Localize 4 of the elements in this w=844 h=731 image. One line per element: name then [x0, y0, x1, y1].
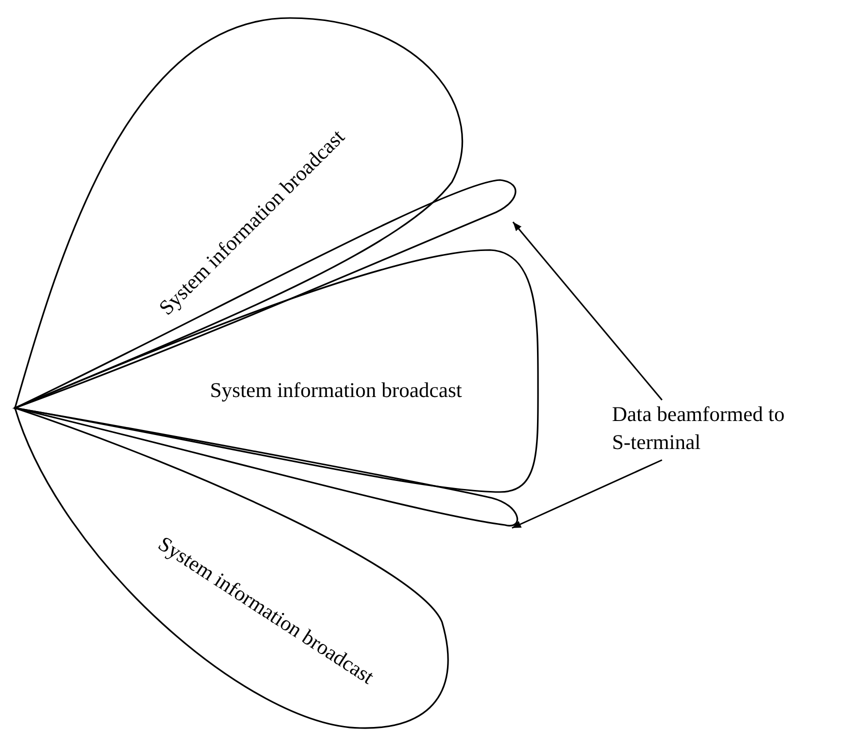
arrow: [512, 222, 663, 400]
lobe-label: System information broadcast: [210, 378, 462, 402]
arrow: [512, 459, 662, 529]
callout-text: Data beamformed to S-terminal: [612, 400, 792, 460]
